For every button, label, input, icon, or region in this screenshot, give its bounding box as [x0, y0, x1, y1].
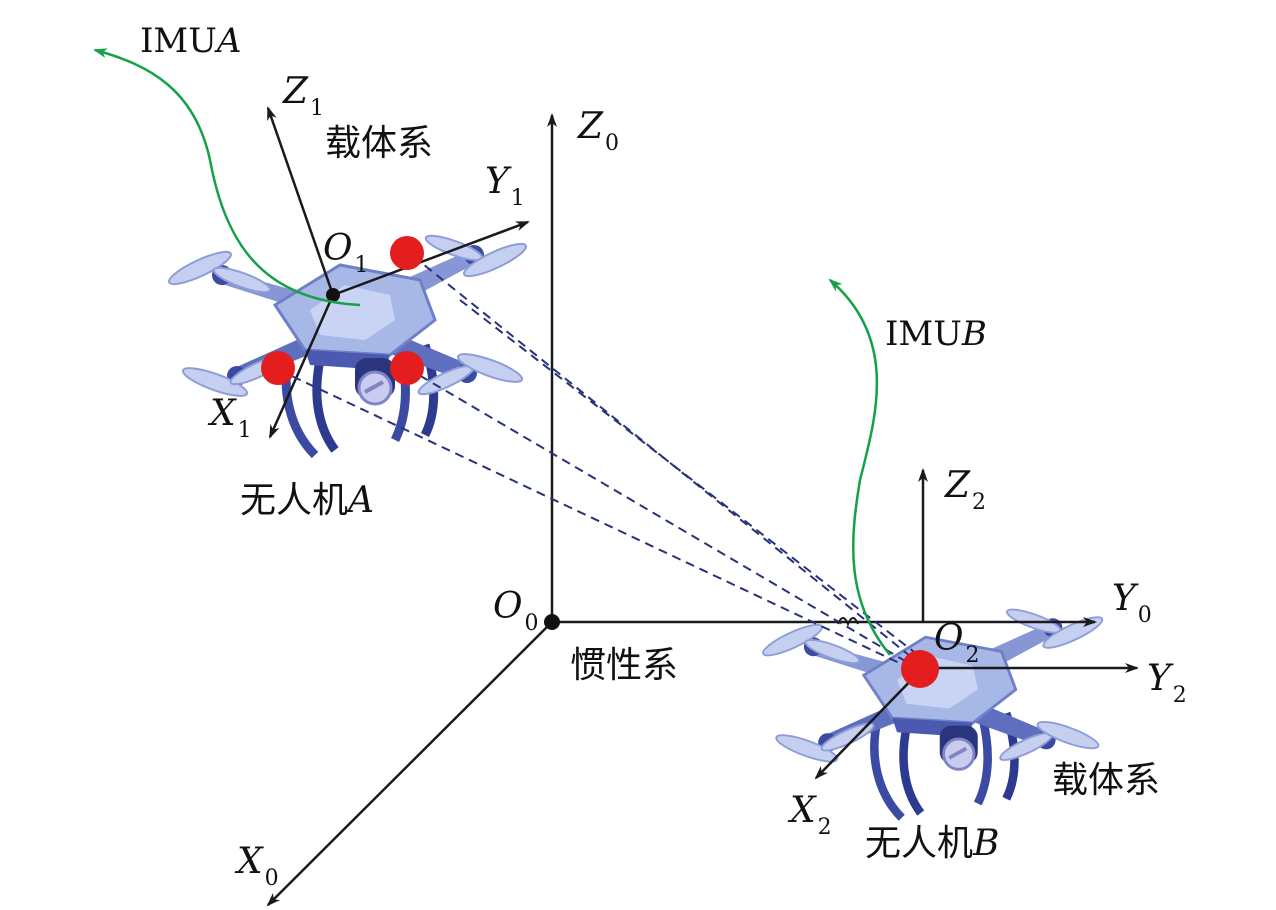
axis-x0-label: X0 — [234, 841, 279, 891]
axis-z1 — [266, 106, 335, 296]
uav-b-label: 无人机B — [865, 823, 999, 864]
axis-z1-label: Z1 — [282, 71, 324, 121]
axis-y2-label: Y2 — [1147, 658, 1187, 708]
axis-y0-label: Y0 — [1112, 578, 1152, 628]
imu-a-curve — [93, 48, 361, 307]
origin-o1-dot — [326, 288, 340, 302]
axis-x0 — [266, 621, 553, 907]
body-frame-b-label: 载体系 — [1052, 760, 1160, 801]
axis-break-mark — [837, 617, 859, 627]
axis-x1 — [268, 294, 335, 439]
axis-x1-label: X1 — [207, 393, 252, 443]
origin-o1-label: O1 — [323, 228, 369, 278]
origin-o0-dot — [544, 614, 560, 630]
inertial-frame-label: 惯性系 — [570, 645, 678, 686]
axis-y1-label: Y1 — [485, 161, 525, 211]
imu-b-curve — [828, 278, 891, 656]
origin-o2-label: O2 — [934, 618, 980, 668]
axis-z2-label: Z2 — [944, 465, 986, 515]
imu-b-label: IMUB — [885, 314, 987, 354]
marker-dot-icon — [261, 351, 295, 385]
axis-x2 — [814, 667, 924, 780]
axis-z0-label: Z0 — [577, 106, 619, 156]
axis-y1 — [332, 220, 530, 297]
marker-dot-icon — [390, 351, 424, 385]
imu-a-label: IMUA — [140, 21, 241, 61]
marker-dot-icon — [390, 236, 424, 270]
uav-a-label: 无人机A — [240, 480, 374, 521]
body-frame-a-label: 载体系 — [325, 123, 433, 164]
axis-x2-label: X2 — [787, 790, 832, 840]
marker-dot-icon — [901, 650, 939, 688]
sight-lines — [278, 255, 919, 669]
origin-o0-label: O0 — [493, 586, 539, 636]
